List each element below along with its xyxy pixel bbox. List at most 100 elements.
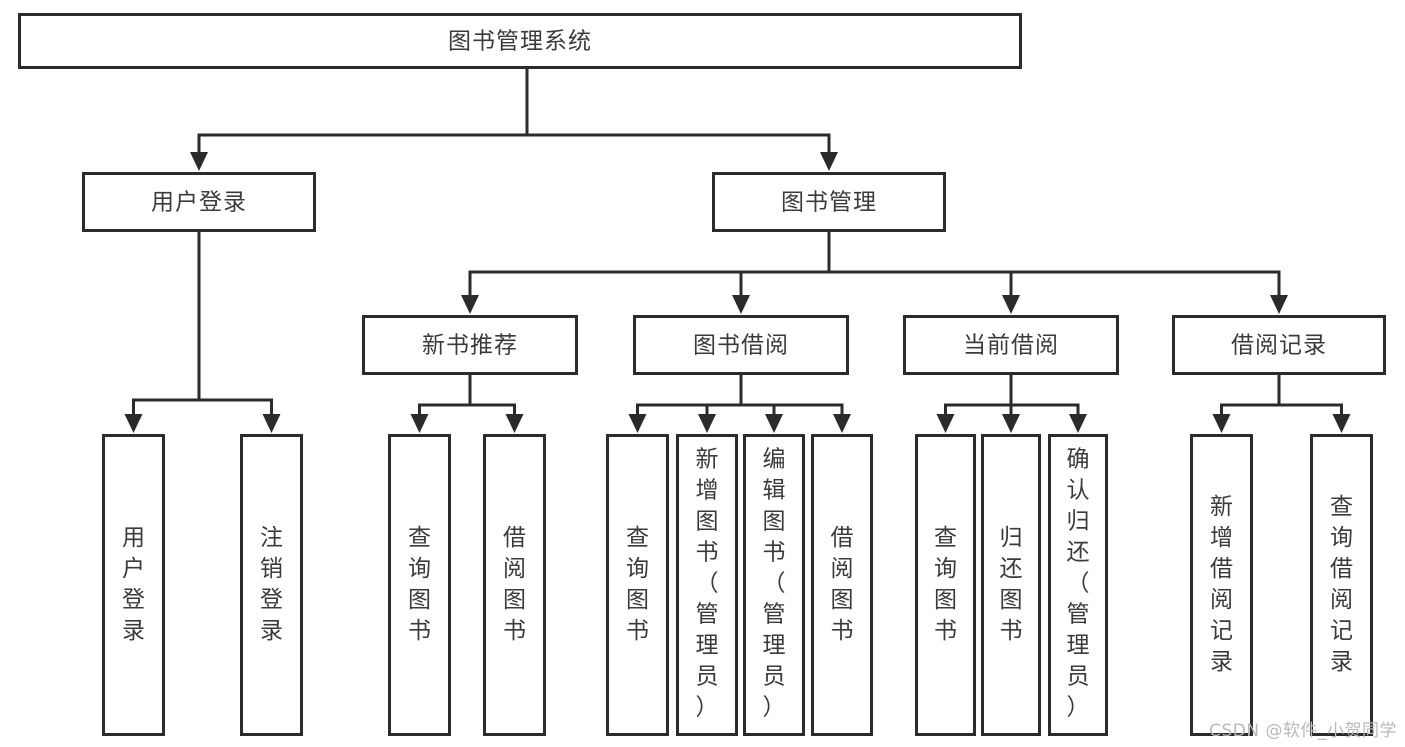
connector-line: [827, 232, 1013, 301]
node-label-vertical: 注销登录: [260, 525, 283, 644]
node-借阅图书-newbook-borrow[interactable]: 借阅图书: [483, 434, 546, 736]
node-label-vertical: 新增图书（管理员）: [696, 447, 719, 721]
node-label: 图书管理系统: [448, 29, 592, 55]
arrow-head-icon: [1212, 414, 1231, 433]
connector-line: [197, 232, 273, 420]
arrow-head-icon: [190, 152, 208, 171]
arrow-head-icon: [765, 414, 783, 433]
arrow-head-icon: [628, 414, 647, 433]
node-新增图书管理员-borrow-add[interactable]: 新增图书（管理员）: [676, 434, 738, 736]
connector-record-to-record-add: [1212, 375, 1281, 433]
node-label-vertical: 新增借阅记录: [1210, 494, 1233, 675]
node-box[interactable]: [1190, 434, 1253, 736]
arrow-head-icon: [820, 152, 838, 171]
node-用户登录-login[interactable]: 用户登录: [82, 172, 316, 232]
node-box[interactable]: [240, 434, 303, 736]
connector-bookmgmt-to-record: [827, 232, 1288, 314]
node-确认归还管理员-current-confirm[interactable]: 确认归还（管理员）: [1048, 434, 1108, 736]
node-box[interactable]: [18, 13, 1022, 69]
arrow-head-icon: [1332, 414, 1351, 433]
node-编辑图书管理员-borrow-edit[interactable]: 编辑图书（管理员）: [743, 434, 805, 736]
node-label: 图书借阅: [693, 333, 789, 359]
connector-line: [944, 375, 1013, 420]
node-新增借阅记录-record-add[interactable]: 新增借阅记录: [1190, 434, 1253, 736]
connector-record-to-record-query: [1277, 375, 1351, 433]
connector-line: [1277, 375, 1343, 420]
arrow-head-icon: [1270, 295, 1288, 314]
node-图书管理-bookmgmt[interactable]: 图书管理: [712, 172, 946, 232]
node-box[interactable]: [82, 172, 316, 232]
node-box[interactable]: [811, 434, 873, 736]
node-box[interactable]: [1172, 315, 1386, 375]
node-box[interactable]: [712, 172, 946, 232]
node-box[interactable]: [676, 434, 738, 736]
node-label-vertical: 查询借阅记录: [1330, 494, 1353, 675]
node-label: 用户登录: [151, 190, 247, 216]
node-label-vertical: 归还图书: [1000, 525, 1023, 644]
node-查询图书-current-query[interactable]: 查询图书: [915, 434, 976, 736]
node-box[interactable]: [102, 434, 165, 736]
node-box[interactable]: [388, 434, 451, 736]
connector-layer: [124, 69, 1351, 433]
node-box[interactable]: [362, 315, 578, 375]
node-box[interactable]: [1048, 434, 1108, 736]
connector-login-to-login-in: [124, 232, 201, 433]
connector-line: [1009, 375, 1080, 420]
connector-line: [739, 375, 844, 420]
connector-line: [739, 232, 831, 301]
node-box[interactable]: [915, 434, 976, 736]
connector-newbook-to-newbook-query: [410, 375, 472, 433]
connector-line: [468, 375, 516, 420]
node-label-vertical: 查询图书: [626, 525, 649, 644]
arrow-head-icon: [1002, 414, 1020, 433]
node-归还图书-current-return[interactable]: 归还图书: [981, 434, 1041, 736]
arrow-head-icon: [1002, 295, 1020, 314]
connector-login-to-login-out: [197, 232, 281, 433]
connector-line: [197, 69, 529, 158]
connector-line: [705, 375, 743, 420]
node-用户登录-login-in[interactable]: 用户登录: [102, 434, 165, 736]
arrow-head-icon: [124, 414, 143, 433]
arrow-head-icon: [505, 414, 524, 433]
connector-line: [132, 232, 201, 420]
node-查询图书-newbook-query[interactable]: 查询图书: [388, 434, 451, 736]
node-box[interactable]: [606, 434, 669, 736]
connector-line: [1220, 375, 1281, 420]
node-label: 当前借阅: [963, 333, 1059, 359]
arrow-head-icon: [732, 295, 750, 314]
arrow-head-icon: [698, 414, 716, 433]
connector-current-to-current-confirm: [1009, 375, 1087, 433]
node-label-vertical: 查询图书: [408, 525, 431, 644]
node-box[interactable]: [981, 434, 1041, 736]
node-借阅记录-record[interactable]: 借阅记录: [1172, 315, 1386, 375]
node-box[interactable]: [1310, 434, 1373, 736]
node-label: 借阅记录: [1231, 333, 1327, 359]
node-label-vertical: 用户登录: [122, 525, 145, 644]
node-label-vertical: 查询图书: [934, 525, 957, 644]
arrow-head-icon: [262, 414, 281, 433]
arrow-head-icon: [936, 414, 955, 433]
node-label-vertical: 借阅图书: [503, 525, 526, 644]
node-box[interactable]: [743, 434, 805, 736]
node-图书管理系统-root[interactable]: 图书管理系统: [18, 13, 1022, 69]
connector-line: [827, 232, 1281, 301]
node-注销登录-login-out[interactable]: 注销登录: [240, 434, 303, 736]
connector-borrow-to-borrow-lend: [739, 375, 851, 433]
node-查询借阅记录-record-query[interactable]: 查询借阅记录: [1310, 434, 1373, 736]
connector-current-to-current-query: [936, 375, 1013, 433]
connector-newbook-to-newbook-borrow: [468, 375, 524, 433]
connector-line: [525, 69, 831, 158]
node-借阅图书-borrow-lend[interactable]: 借阅图书: [811, 434, 873, 736]
node-图书借阅-borrow[interactable]: 图书借阅: [633, 315, 849, 375]
node-查询图书-borrow-query[interactable]: 查询图书: [606, 434, 669, 736]
node-box[interactable]: [633, 315, 849, 375]
arrow-head-icon: [833, 414, 851, 433]
node-新书推荐-newbook[interactable]: 新书推荐: [362, 315, 578, 375]
node-box[interactable]: [903, 315, 1119, 375]
connector-root-to-login: [190, 69, 529, 171]
node-label: 新书推荐: [422, 333, 518, 359]
node-当前借阅-current[interactable]: 当前借阅: [903, 315, 1119, 375]
node-box[interactable]: [483, 434, 546, 736]
